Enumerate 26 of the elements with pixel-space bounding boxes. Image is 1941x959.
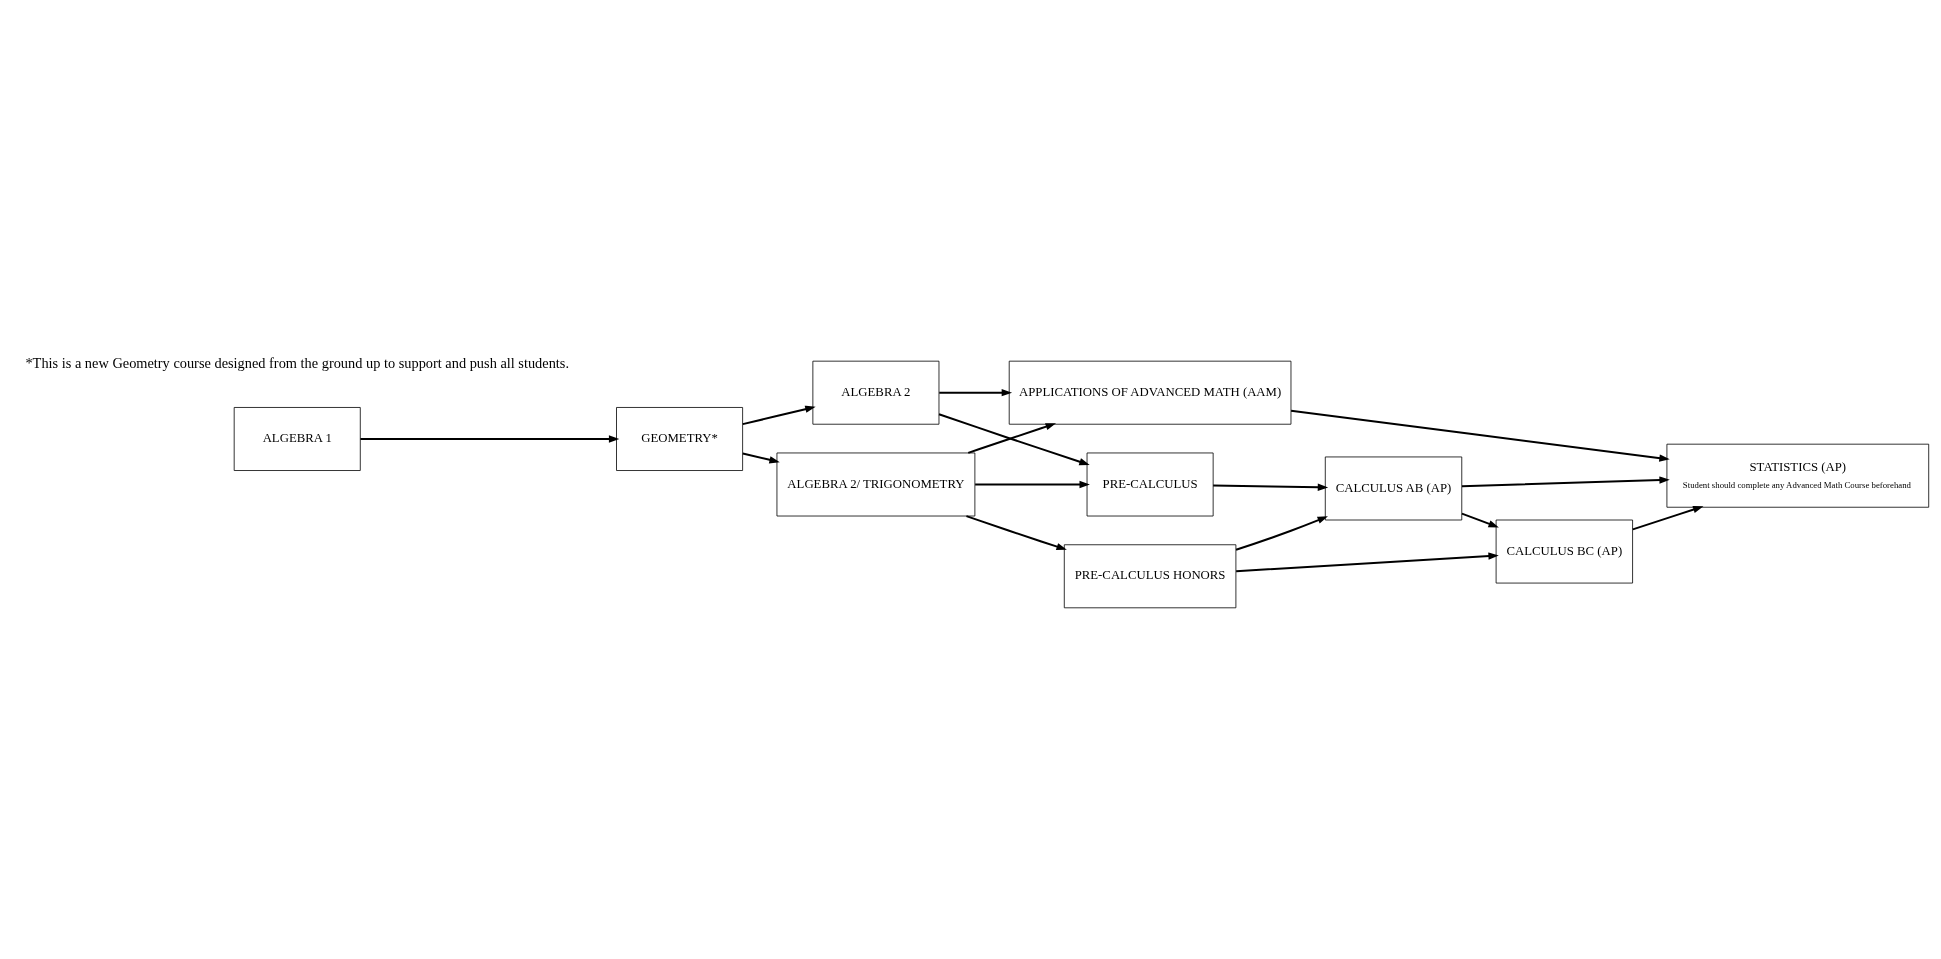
arrow [1235,552,1499,573]
node-box: ALGEBRA 1 [233,407,361,471]
node-box: STATISTICS (AP) Student should complete any Advanced Math Course beforehand [1666,443,1930,508]
arrow [741,452,780,464]
arrow [965,515,1067,551]
node-box: CALCULUS AB (AP) [1324,456,1463,521]
arrow [1460,512,1499,528]
node-box: APPLICATIONS OF ADVANCED MATH (AAM) [1008,360,1292,425]
arrow [359,435,620,443]
arrow [1235,516,1328,551]
arrow [1212,483,1329,491]
arrow [1460,476,1670,488]
arrow [1631,506,1704,531]
node-box: PRE-CALCULUS [1086,452,1214,517]
node-box: ALGEBRA 2 [812,360,940,425]
node-box: ALGEBRA 2/ TRIGONOMETRY [776,452,976,517]
node-box: CALCULUS BC (AP) [1495,519,1633,584]
arrow [938,389,1013,397]
arrow [974,480,1090,489]
arrow [741,405,816,426]
arrow [1290,409,1670,462]
node-box: PRE-CALCULUS HONORS [1063,544,1237,609]
label: *This is a new Geometry course designed from the ground up to support and push all students. [25,355,570,372]
arrow [967,423,1057,454]
arrow [938,413,1090,466]
node-box: GEOMETRY* [616,407,743,471]
